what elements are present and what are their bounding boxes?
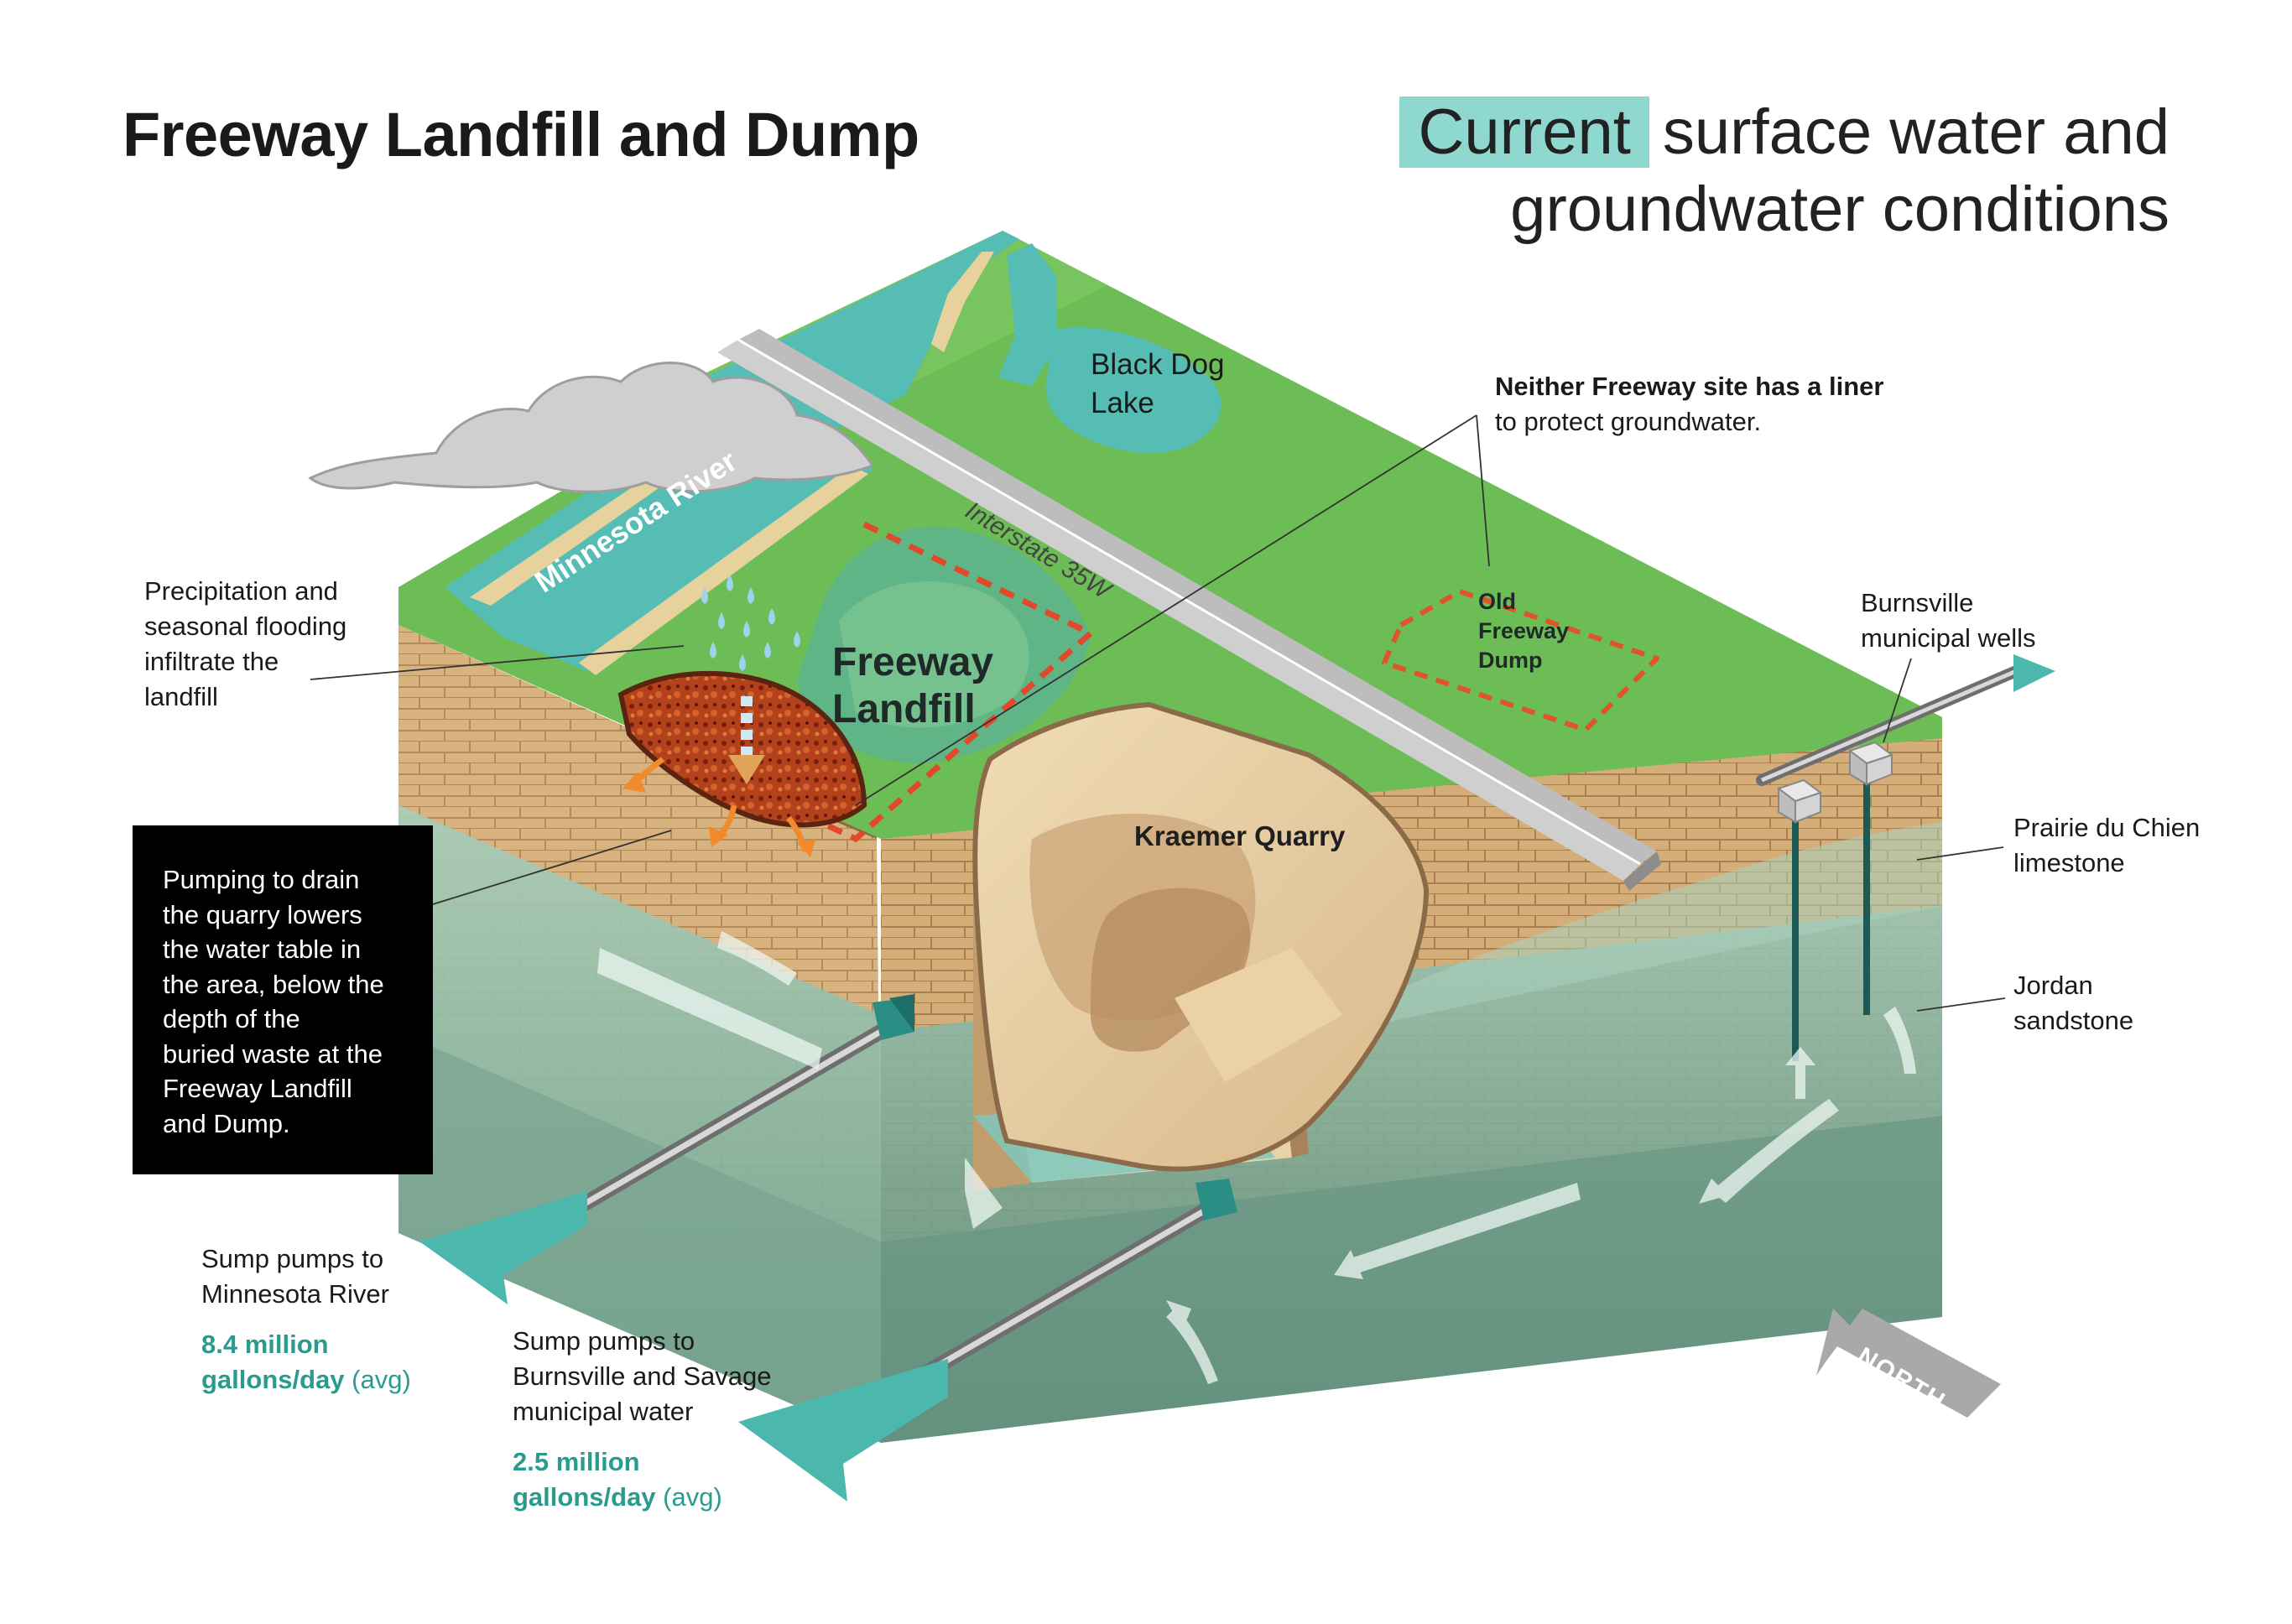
callout-pumping-text: Pumping to drain the quarry lowers the w… (163, 865, 384, 1138)
smoke-plume (308, 362, 875, 493)
pump-municipal-block: Sump pumps to Burnsville and Savage muni… (513, 1324, 771, 1515)
callout-liner-rest: to protect groundwater. (1495, 407, 1762, 436)
callout-liner: Neither Freeway site has a liner to prot… (1495, 369, 1884, 440)
callout-burnsville-wells: Burnsville municipal wells (1861, 588, 2036, 653)
callout-jordan-sandstone: Jordan sandstone (2013, 971, 2134, 1035)
label-kraemer-quarry: Kraemer Quarry (1134, 820, 1346, 851)
callout-pumping-box: Pumping to drain the quarry lowers the w… (133, 825, 433, 1174)
subtitle-highlight: Current (1399, 96, 1649, 168)
groundwater-flow-arrows (597, 931, 1916, 1384)
rain-drops (701, 575, 800, 671)
callout-precipitation: Precipitation and seasonal flooding infi… (144, 576, 347, 711)
subtitle-line1: surface water and (1662, 96, 2170, 168)
pump-river-amount-wrap: 8.4 million gallons/day (avg) (201, 1327, 411, 1398)
label-black-dog-lake: Black Dog Lake (1091, 348, 1225, 419)
pump-municipal-amount: 2.5 million gallons/day (513, 1447, 656, 1512)
subtitle-line2: groundwater conditions (1510, 174, 2170, 245)
pump-municipal-avg: (avg) (663, 1482, 722, 1512)
pump-municipal-label: Sump pumps to Burnsville and Savage muni… (513, 1326, 772, 1426)
label-freeway-landfill: Freeway Landfill (832, 640, 994, 731)
pump-river-avg: (avg) (352, 1365, 411, 1394)
page-title: Freeway Landfill and Dump (122, 100, 919, 169)
outflow-arrow-river (419, 1191, 587, 1304)
pump-municipal-amount-wrap: 2.5 million gallons/day (avg) (513, 1444, 771, 1515)
outflow-arrow-municipal (738, 1359, 948, 1502)
callout-liner-bold: Neither Freeway site has a liner (1495, 372, 1884, 401)
north-arrow (1816, 1309, 2001, 1418)
leader-lines (310, 414, 2006, 1012)
pump-river-amount: 8.4 million gallons/day (201, 1330, 345, 1394)
callout-prairie-du-chien: Prairie du Chien limestone (2013, 813, 2201, 877)
label-old-freeway-dump: Old Freeway Dump (1478, 589, 1570, 673)
pump-river-label: Sump pumps to Minnesota River (201, 1244, 389, 1309)
infiltration-arrow (728, 696, 765, 784)
pump-river-block: Sump pumps to Minnesota River 8.4 millio… (201, 1241, 411, 1398)
wellheads (1776, 741, 1894, 824)
